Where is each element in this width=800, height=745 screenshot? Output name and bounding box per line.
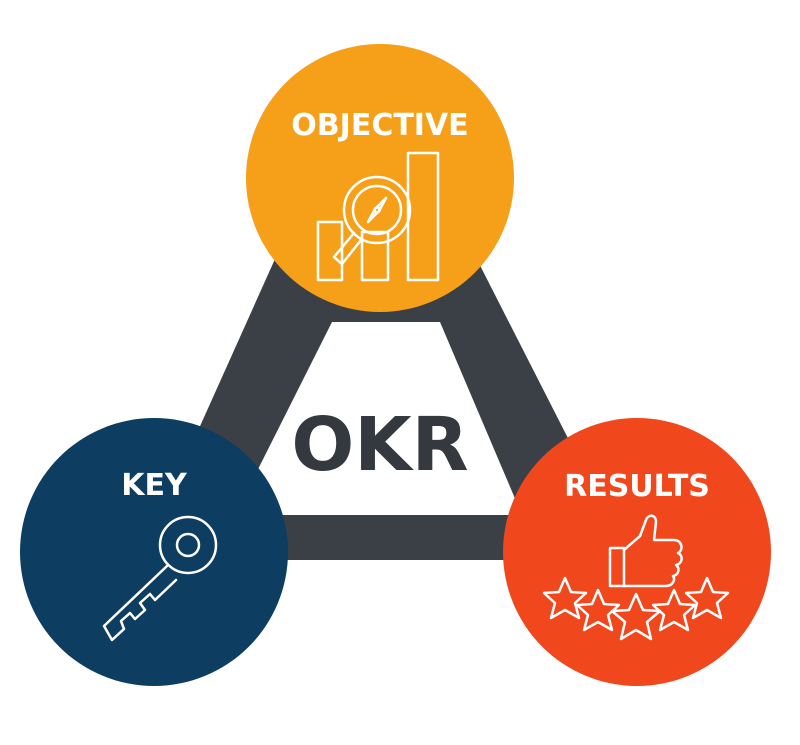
magnifier-compass-bar-chart-icon — [316, 151, 440, 282]
results-circle — [503, 418, 771, 686]
triangle-connector — [140, 230, 630, 560]
objective-label: OBJECTIVE — [291, 108, 468, 143]
node-results: RESULTS — [503, 418, 771, 686]
center-label: OKR — [291, 402, 468, 488]
key-label: KEY — [121, 468, 188, 503]
connector-frame — [140, 230, 630, 560]
node-key: KEY — [20, 418, 288, 686]
key-icon — [102, 515, 218, 642]
key-circle — [20, 418, 288, 686]
thumbs-up-stars-icon — [542, 514, 730, 641]
results-label: RESULTS — [564, 469, 710, 504]
node-objective: OBJECTIVE — [246, 44, 514, 312]
